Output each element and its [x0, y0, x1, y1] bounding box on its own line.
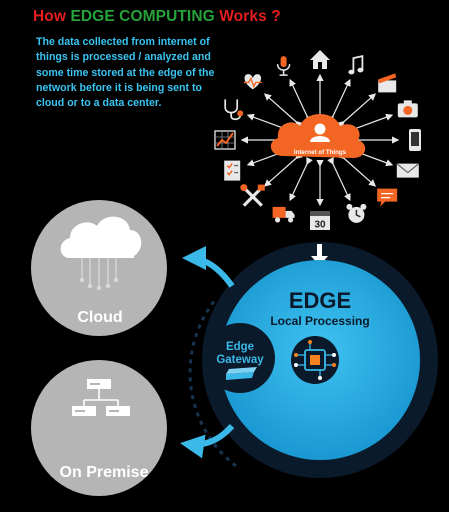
- iot-arrow: [327, 157, 351, 202]
- stethoscope-icon: [224, 99, 244, 121]
- cloud-node: Cloud: [31, 200, 167, 336]
- circuit-lines-icon: [81, 258, 117, 286]
- camera-icon: [397, 100, 418, 118]
- on-premise-label: On Premise: [60, 464, 149, 481]
- clapperboard-icon: [378, 73, 397, 93]
- iot-arrow: [263, 151, 303, 187]
- on-premise-node: On Premise: [31, 360, 167, 496]
- title-part-works: Works ?: [214, 8, 281, 25]
- heart-pulse-icon: [243, 74, 262, 90]
- processor-chip-icon: [291, 336, 339, 384]
- iot-arrow: [327, 78, 351, 123]
- edge-to-cloud-arrow: [182, 246, 235, 288]
- iot-arrow: [344, 144, 394, 167]
- iot-hub-label: Internet of Things: [294, 149, 347, 156]
- server-hierarchy-icon: [72, 379, 130, 416]
- iot-arrow: [337, 93, 377, 129]
- description-text: The data collected from internet of thin…: [36, 36, 215, 110]
- edge-dark-ring: [188, 242, 438, 478]
- checklist-icon: [224, 160, 241, 181]
- person-icon: [314, 123, 326, 135]
- iot-arrow: [246, 144, 296, 167]
- music-note-icon: [348, 54, 364, 75]
- chart-icon: [214, 130, 236, 150]
- calendar-day: 30: [314, 220, 326, 231]
- gateway-label-line1: Edge: [226, 341, 254, 353]
- edge-subtitle: Local Processing: [270, 314, 369, 328]
- envelope-icon: [396, 163, 420, 178]
- iot-arrow: [246, 113, 296, 136]
- tools-icon: [240, 184, 265, 207]
- page-title: How EDGE COMPUTING Works ?: [33, 8, 281, 26]
- title-part-how: How: [33, 8, 71, 25]
- title-part-edge-computing: EDGE COMPUTING: [70, 8, 215, 25]
- iot-arrow: [263, 93, 303, 129]
- home-icon: [310, 50, 330, 69]
- alarm-clock-icon: [346, 203, 367, 223]
- iot-arrow: [344, 113, 394, 136]
- iot-arrow: [337, 151, 377, 187]
- microphone-icon: [276, 56, 291, 76]
- edge-to-on-premise-arrow: [180, 423, 235, 459]
- delivery-truck-icon: [272, 206, 295, 223]
- edge-title: EDGE: [289, 288, 351, 313]
- calendar-icon: 30: [310, 211, 330, 231]
- edge-node: EDGE Local Processing: [220, 260, 420, 460]
- cloud-icon: [60, 216, 142, 258]
- iot-arrows: [240, 73, 400, 207]
- iot-to-edge-arrow: [311, 244, 328, 266]
- iot-hub-cloud: Internet of Things: [270, 114, 366, 158]
- iot-arrow: [289, 78, 313, 123]
- gateway-label-line2: Gateway: [216, 354, 264, 366]
- cloud-label: Cloud: [77, 309, 122, 326]
- mobile-phone-icon: [409, 129, 421, 151]
- edge-gateway-node: Edge Gateway: [205, 323, 275, 393]
- iot-arrow: [289, 157, 313, 202]
- chat-bubble-icon: [377, 188, 398, 207]
- iot-icon-ring: 30: [214, 50, 421, 231]
- router-icon: [226, 367, 257, 380]
